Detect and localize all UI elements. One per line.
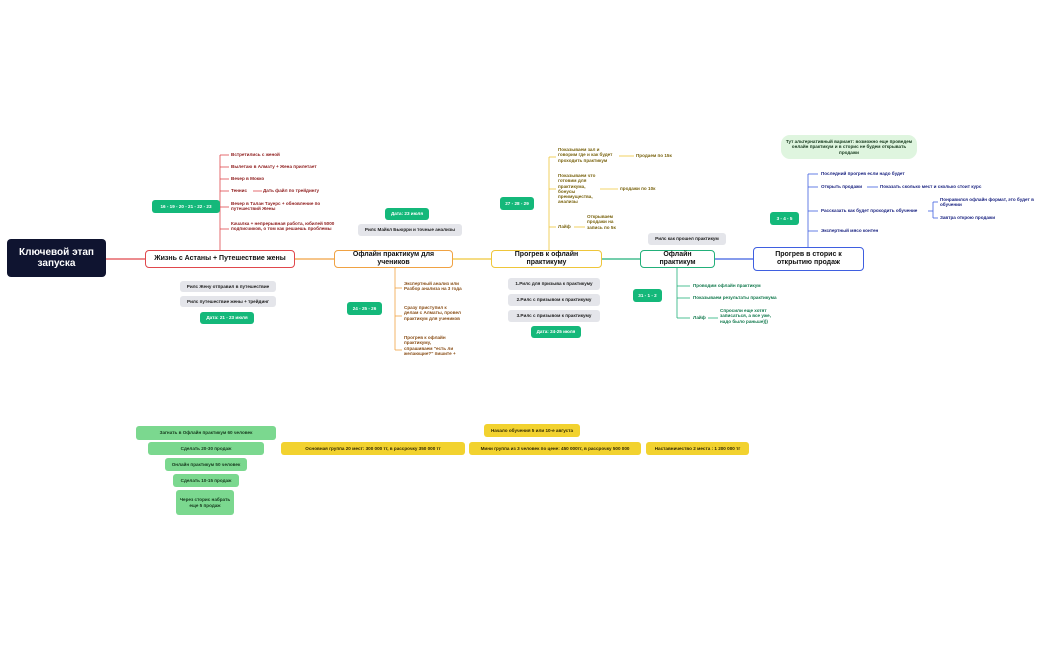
topic-item[interactable]: Вечер в Мокко <box>231 176 265 181</box>
topic-subitem[interactable]: Дать файл по трейдингу <box>263 188 320 193</box>
branch-node-offline-workshop[interactable]: Офлайн практикум <box>640 250 715 268</box>
topic-item[interactable]: Встретились с женой <box>231 152 280 157</box>
date-badge[interactable]: Дата: 23 июля <box>385 208 429 220</box>
root-node[interactable]: Ключевой этап запуска <box>7 239 106 277</box>
date-badge[interactable]: Дата: 21 - 23 июля <box>200 312 254 324</box>
dates-badge[interactable]: 3 - 4 - 5 <box>770 212 799 225</box>
topic-subitem[interactable]: Показать сколько мест и сколько стоит ку… <box>880 184 982 189</box>
reels-card[interactable]: 2.Рилс с призывом к практикуму <box>508 294 600 306</box>
plan-goal[interactable]: Онлайн практикум 50 человек <box>165 458 247 471</box>
topic-item[interactable]: Теннис <box>231 188 248 193</box>
plan-goal[interactable]: Загнать в Офлайн практикум 60 человек <box>136 426 276 440</box>
start-date-badge[interactable]: Начало обучения 5 или 10-е августа <box>484 424 580 437</box>
topic-item[interactable]: Показываем результаты практикума <box>693 295 777 300</box>
tariff-card[interactable]: Основная группа 20 мест: 300 000 тг, в р… <box>281 442 465 455</box>
topic-item[interactable]: Открыть продажи <box>821 184 863 189</box>
topic-item[interactable]: Качалка + непрерывная работа, юбилей 500… <box>231 221 335 232</box>
tariff-card[interactable]: Наставничество 2 места : 1 200 000 тг <box>646 442 749 455</box>
topic-subitem[interactable]: Открываем продажи на запись по 5к <box>587 214 616 230</box>
dates-badge[interactable]: 31 - 1 - 2 <box>633 289 662 302</box>
topic-item[interactable]: Последний прогрев если надо будет <box>821 171 905 176</box>
dates-badge[interactable]: 24 - 25 - 26 <box>347 302 382 315</box>
topic-item[interactable]: Сразу приступил к делам с Алматы, провел… <box>404 305 461 321</box>
topic-subitem[interactable]: продажи по 10к <box>620 186 656 191</box>
dates-badge[interactable]: 16 - 19 - 20 - 21 - 22 - 23 <box>152 200 220 213</box>
topic-subitem[interactable]: Завтра открою продажи <box>940 215 996 220</box>
plan-goal[interactable]: Сделать 20-30 продаж <box>148 442 264 455</box>
reels-card[interactable]: Рилс Майкл Бьюрри и точные анализы <box>358 224 462 236</box>
topic-item[interactable]: Лайф <box>558 224 571 229</box>
topic-item[interactable]: Показываем зал и говорим где и как будет… <box>558 147 613 163</box>
topic-item[interactable]: Рассказать как будет проходить обучение <box>821 208 918 213</box>
topic-item[interactable]: Вечер в Талан Тауерс + обновление по пут… <box>231 201 321 212</box>
branch-node-stories-sales[interactable]: Прогрев в сторис к открытию продаж <box>753 247 864 271</box>
topic-item[interactable]: Экспертный анализ или Разбор анализа на … <box>404 281 462 292</box>
topic-item[interactable]: Прогрев к офлайн практикуму, спрашиваем … <box>404 335 456 356</box>
topic-item[interactable]: Лайф <box>693 315 706 320</box>
topic-subitem[interactable]: Продаем по 15к <box>636 153 672 158</box>
tariff-card[interactable]: Мини группа из 3 человек по цене: 450 00… <box>469 442 641 455</box>
branch-node-offline-students[interactable]: Офлайн практикум для учеников <box>334 250 453 268</box>
reels-card[interactable]: Рилс Жену отправил в путешествие <box>180 281 276 292</box>
topic-subitem[interactable]: Понравился офлайн формат, это будет в об… <box>940 197 1034 208</box>
plan-goal[interactable]: Сделать 10-15 продаж <box>173 474 239 487</box>
date-badge[interactable]: Дата: 24-25 июля <box>531 326 581 338</box>
dates-badge[interactable]: 27 - 28 - 29 <box>500 197 534 210</box>
topic-item[interactable]: Вылетаю в Алмату + Жена прилетает <box>231 164 317 169</box>
branch-node-life-astana[interactable]: Жизнь с Астаны + Путешествие жены <box>145 250 295 268</box>
reels-card[interactable]: Рилс путешествие жены + трейдинг <box>180 296 276 307</box>
topic-item[interactable]: Проводим офлайн практикум <box>693 283 761 288</box>
plan-goal[interactable]: Через сторис набрать еще 5 продаж <box>176 490 234 515</box>
reels-card[interactable]: Рилс как прошел практикум <box>648 233 726 245</box>
note-card[interactable]: Тут альтернативный вариант: возможно еще… <box>781 135 917 159</box>
reels-card[interactable]: 3.Рилс с призывом к практикуму <box>508 310 600 322</box>
branch-node-warmup-offline[interactable]: Прогрев к офлайн практикуму <box>491 250 602 268</box>
topic-subitem[interactable]: Спросили еще хотят записаться, а все уже… <box>720 308 771 324</box>
topic-item[interactable]: Экспертный мясо контен <box>821 228 879 233</box>
topic-item[interactable]: Показываем что готовим для практикума, б… <box>558 173 596 205</box>
reels-card[interactable]: 1.Рилс для призыва к практикуму <box>508 278 600 290</box>
